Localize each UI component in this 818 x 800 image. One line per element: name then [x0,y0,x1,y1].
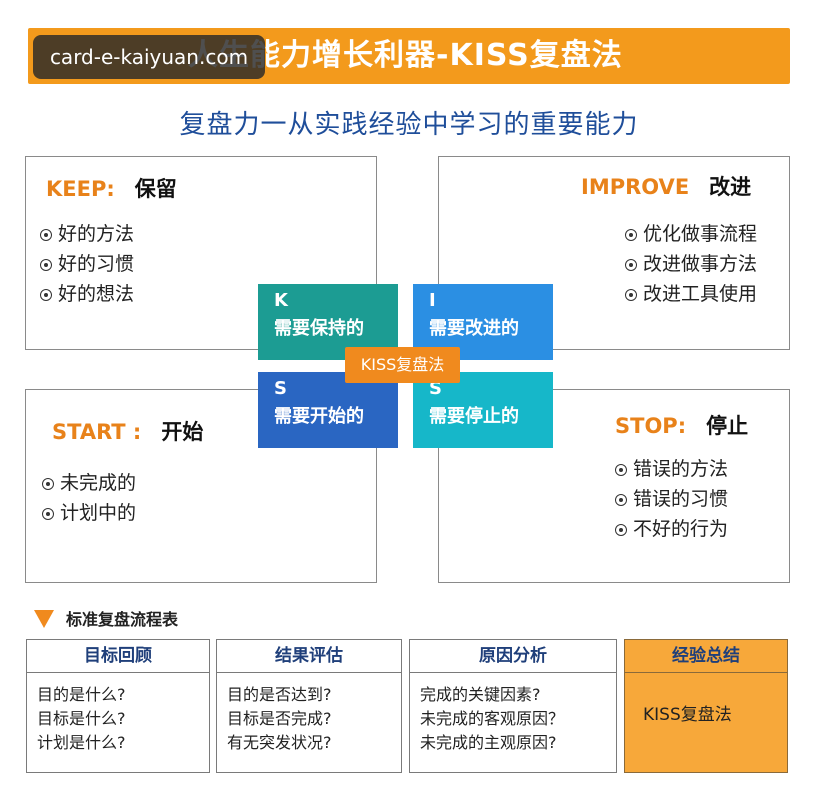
flow-box-title: 原因分析 [410,640,616,673]
flow-line: 有无突发状况? [227,733,332,752]
list-item: 未完成的 [42,468,136,498]
start-cn: 开始 [161,420,204,444]
stop-heading: STOP: 停止 [615,410,748,440]
triangle-down-icon [34,610,54,628]
flow-line: 目的是什么? [37,685,126,704]
radio-bullet-icon [40,259,52,271]
list-item: 优化做事流程 [625,219,757,249]
radio-bullet-icon [40,229,52,241]
flow-line: KISS复盘法 [643,705,732,725]
list-item: 好的方法 [40,219,134,249]
flow-box-summary: 经验总结 KISS复盘法 [624,639,788,773]
flow-box-title: 目标回顾 [27,640,209,673]
radio-bullet-icon [625,259,637,271]
start-en: START : [52,420,142,444]
kiss-center-badge: KISS复盘法 [345,347,460,383]
list-item: 改进做事方法 [625,249,757,279]
flow-line: 目标是否完成? [227,709,332,728]
flow-box-body: 完成的关键因素? 未完成的客观原因？ 未完成的主观原因? [410,673,616,755]
start-quadrant: START : 开始 未完成的 计划中的 [25,389,377,583]
tile-start: S 需要开始的 [258,372,398,448]
tile-text: 需要停止的 [429,406,519,427]
flow-box-title: 结果评估 [217,640,401,673]
improve-list: 优化做事流程 改进做事方法 改进工具使用 [625,219,757,309]
flow-line: 完成的关键因素? [420,685,541,704]
improve-en: IMPROVE [581,175,690,199]
radio-bullet-icon [625,289,637,301]
improve-heading: IMPROVE 改进 [581,171,751,201]
stop-cn: 停止 [706,414,749,438]
list-item: 好的习惯 [40,249,134,279]
keep-list: 好的方法 好的习惯 好的想法 [40,219,134,309]
start-list: 未完成的 计划中的 [42,468,136,528]
flow-box-body: KISS复盘法 [625,673,787,727]
flow-line: 未完成的主观原因? [420,733,557,752]
tile-stop: S 需要停止的 [413,372,553,448]
radio-bullet-icon [40,289,52,301]
list-item: 不好的行为 [615,514,728,544]
list-item: 计划中的 [42,498,136,528]
flow-box-title: 经验总结 [625,640,787,673]
tile-letter: S [429,378,442,399]
radio-bullet-icon [615,464,627,476]
subtitle: 复盘力一从实践经验中学习的重要能力 [179,110,639,140]
flow-line: 计划是什么? [37,733,126,752]
tile-text: 需要改进的 [429,318,519,339]
tile-letter: I [429,290,436,311]
radio-bullet-icon [615,494,627,506]
keep-cn: 保留 [134,177,177,201]
radio-bullet-icon [625,229,637,241]
flow-box-analyze: 原因分析 完成的关键因素? 未完成的客观原因？ 未完成的主观原因? [409,639,617,773]
flow-box-evaluate: 结果评估 目的是否达到? 目标是否完成? 有无突发状况? [216,639,402,773]
list-item: 错误的习惯 [615,484,728,514]
tile-text: 需要保持的 [274,318,364,339]
keep-heading: KEEP: 保留 [46,173,177,203]
keep-en: KEEP: [46,177,115,201]
tile-text: 需要开始的 [274,406,364,427]
list-item: 改进工具使用 [625,279,757,309]
start-heading: START : 开始 [52,416,203,446]
watermark-label: card-e-kaiyuan.com [33,35,265,79]
improve-cn: 改进 [709,175,752,199]
flow-line: 目标是什么? [37,709,126,728]
flow-line: 未完成的客观原因？ [420,709,565,728]
list-item: 错误的方法 [615,454,728,484]
stop-list: 错误的方法 错误的习惯 不好的行为 [615,454,728,544]
tile-letter: K [274,290,288,311]
tile-letter: S [274,378,287,399]
banner-title: 人生能力增长利器-KISS复盘法 [188,38,623,73]
radio-bullet-icon [615,524,627,536]
flow-box-review: 目标回顾 目的是什么? 目标是什么? 计划是什么? [26,639,210,773]
flow-box-body: 目的是什么? 目标是什么? 计划是什么? [27,673,209,755]
radio-bullet-icon [42,478,54,490]
flow-line: 目的是否达到? [227,685,332,704]
radio-bullet-icon [42,508,54,520]
list-item: 好的想法 [40,279,134,309]
flow-box-body: 目的是否达到? 目标是否完成? 有无突发状况? [217,673,401,755]
flow-label: 标准复盘流程表 [66,610,179,629]
stop-en: STOP: [615,414,687,438]
